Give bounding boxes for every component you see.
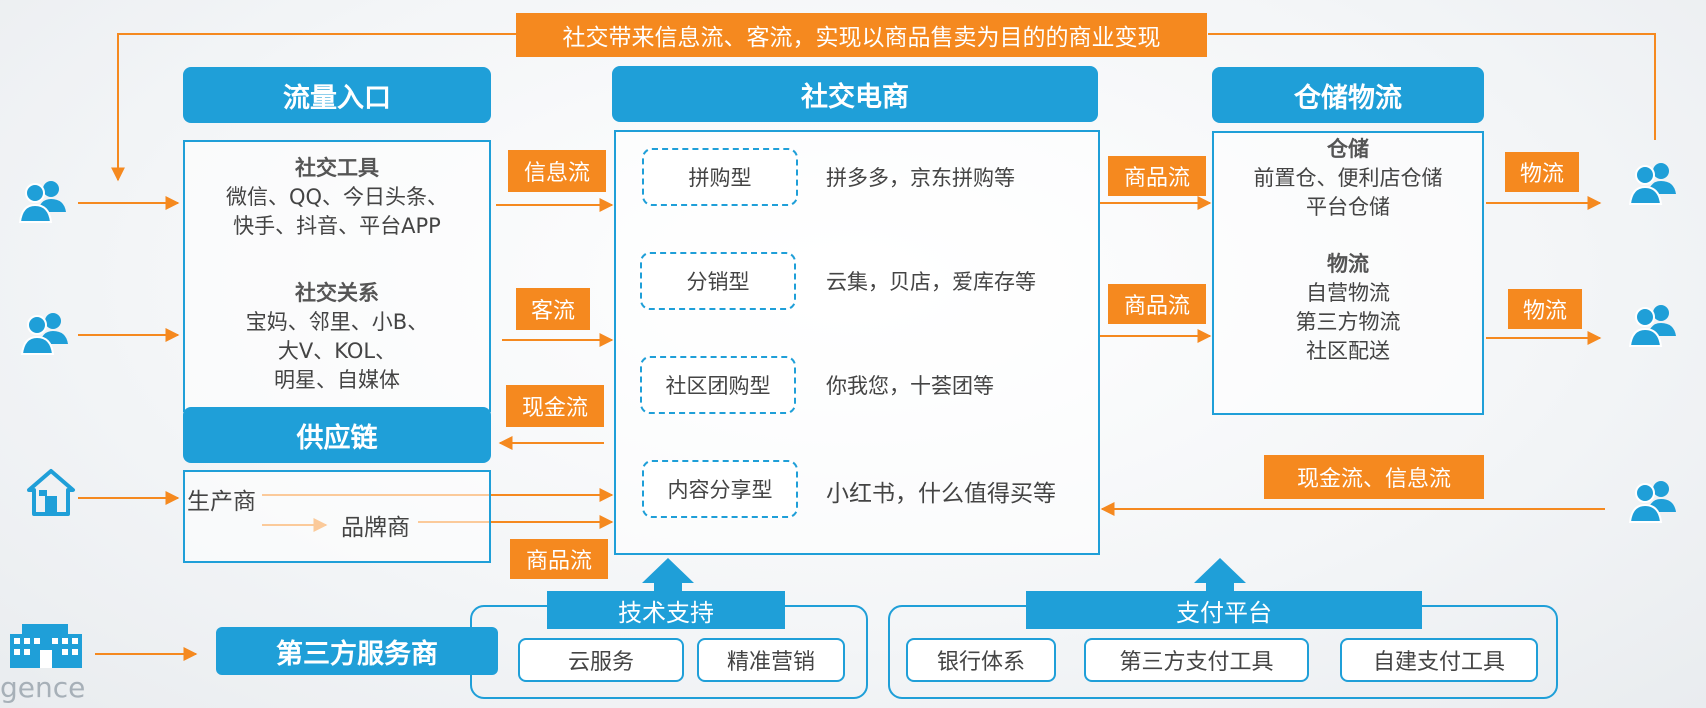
cash-flow-tag: 现金流 <box>506 385 604 427</box>
pay-up-arrow <box>1194 558 1246 595</box>
warehouse-header: 仓储物流 <box>1212 67 1484 123</box>
type-community: 社区团购型 <box>640 356 796 414</box>
users-icon <box>18 181 66 223</box>
type-content-share-examples: 小红书，什么值得买等 <box>826 481 1056 507</box>
building-icon <box>10 624 82 668</box>
bank-system-item: 银行体系 <box>906 638 1056 682</box>
social-relations-title: 社交关系 <box>295 281 379 305</box>
tech-up-arrow <box>642 558 694 595</box>
goods-flow-tag-1: 商品流 <box>1108 156 1206 196</box>
users-icon <box>1628 481 1676 523</box>
self-built-payment-item: 自建支付工具 <box>1340 638 1538 682</box>
cash-info-flow-tag: 现金流、信息流 <box>1264 455 1484 499</box>
producer-label: 生产商 <box>187 489 256 515</box>
logistics-flow-tag-1: 物流 <box>1505 152 1579 192</box>
type-content-share: 内容分享型 <box>642 460 798 518</box>
goods-flow-tag-2: 商品流 <box>1108 284 1206 324</box>
social-tools-title: 社交工具 <box>295 156 379 180</box>
brand-label: 品牌商 <box>341 515 410 541</box>
social-relations-line3: 明星、自媒体 <box>274 368 400 392</box>
logistics-flow-tag-2: 物流 <box>1508 289 1582 329</box>
storage-title: 仓储 <box>1327 137 1369 161</box>
logistics-line3: 社区配送 <box>1306 339 1390 363</box>
type-distribution: 分销型 <box>640 252 796 310</box>
social-tools-line2: 快手、抖音、平台APP <box>233 214 441 238</box>
logistics-line1: 自营物流 <box>1306 281 1390 305</box>
users-icon <box>20 313 68 355</box>
users-icon <box>1628 305 1676 347</box>
storage-line1: 前置仓、便利店仓储 <box>1253 166 1443 190</box>
loop-arrow-left <box>111 33 516 182</box>
supply-chain-header: 供应链 <box>183 407 491 463</box>
supply-chain-box: 生产商 品牌商 <box>183 470 491 563</box>
cloud-service-item: 云服务 <box>518 638 684 682</box>
precision-marketing-item: 精准营销 <box>697 638 845 682</box>
tech-support-title: 技术支持 <box>547 591 785 629</box>
type-group-buy-examples: 拼多多，京东拼购等 <box>826 166 1015 190</box>
storage-line2: 平台仓储 <box>1306 195 1390 219</box>
social-relations-line1: 宝妈、邻里、小B、 <box>245 310 429 334</box>
logistics-line2: 第三方物流 <box>1295 310 1401 334</box>
logistics-title: 物流 <box>1327 252 1369 276</box>
type-community-examples: 你我您，十荟团等 <box>826 374 994 398</box>
social-ecommerce-header: 社交电商 <box>612 66 1098 122</box>
watermark: gence <box>0 671 86 704</box>
traffic-header: 流量入口 <box>183 67 491 123</box>
users-icon <box>1628 163 1676 205</box>
social-tools-line1: 微信、QQ、今日头条、 <box>225 185 449 209</box>
social-ecommerce-box: 拼购型 拼多多，京东拼购等 分销型 云集，贝店，爱库存等 社区团购型 你我您，十… <box>614 130 1100 555</box>
third-party-header: 第三方服务商 <box>216 627 498 675</box>
goods-flow-tag-bottom: 商品流 <box>510 539 608 579</box>
third-party-payment-item: 第三方支付工具 <box>1084 638 1309 682</box>
type-group-buy: 拼购型 <box>642 148 798 206</box>
customer-flow-tag: 客流 <box>516 288 590 330</box>
payment-platform-title: 支付平台 <box>1026 591 1422 629</box>
warehouse-box: 仓储 前置仓、便利店仓储 平台仓储 物流 自营物流 第三方物流 社区配送 <box>1212 131 1484 415</box>
social-relations-line2: 大V、KOL、 <box>277 339 397 363</box>
type-distribution-examples: 云集，贝店，爱库存等 <box>826 270 1036 294</box>
info-flow-tag: 信息流 <box>508 150 606 192</box>
house-icon <box>27 469 75 516</box>
top-banner: 社交带来信息流、客流，实现以商品售卖为目的的商业变现 <box>516 13 1207 57</box>
loop-arrow <box>1208 33 1656 140</box>
traffic-box: 社交工具 微信、QQ、今日头条、 快手、抖音、平台APP 社交关系 宝妈、邻里、… <box>183 140 491 412</box>
